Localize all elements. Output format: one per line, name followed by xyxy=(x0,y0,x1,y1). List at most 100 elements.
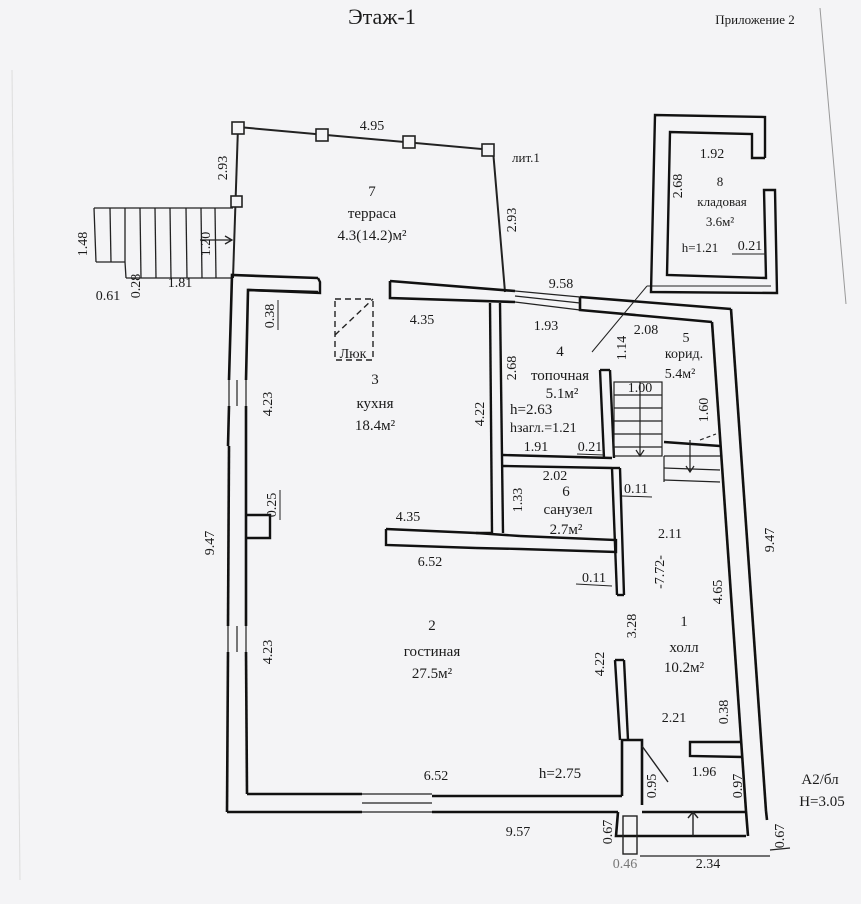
dim: 4.35 xyxy=(396,510,421,525)
dim: 2.21 xyxy=(662,711,687,726)
dim: 0.21 xyxy=(578,440,603,455)
room-number: 3 xyxy=(371,372,379,388)
dim: 1.91 xyxy=(524,440,549,455)
height-total: H=3.05 xyxy=(799,794,845,810)
room-area: 3.6м² xyxy=(706,214,734,229)
dim: 1.93 xyxy=(534,319,559,334)
room-number: 2 xyxy=(428,618,436,634)
dim: 9.47 xyxy=(203,531,218,556)
room-number: 6 xyxy=(562,484,570,500)
room-area: 4.3(14.2)м² xyxy=(338,228,407,244)
room-name: топочная xyxy=(531,368,589,384)
class-code: А2/бл xyxy=(801,772,839,788)
room-name: кладовая xyxy=(697,194,746,209)
corridor-leader xyxy=(591,285,648,353)
dim: -7.72- xyxy=(653,555,668,589)
dim: 4.23 xyxy=(261,640,276,665)
hatch-label: Люк xyxy=(340,347,367,362)
room-corridor: 5 корид. 5.4м² xyxy=(665,331,703,382)
room-name: холл xyxy=(669,640,699,656)
dim: 2.11 xyxy=(658,527,682,542)
dim: 0.46 xyxy=(613,857,638,872)
dim: 2.68 xyxy=(505,356,520,381)
dim: 2.93 xyxy=(505,208,520,233)
dim: 9.57 xyxy=(506,825,531,840)
room-area: 27.5м² xyxy=(412,666,453,682)
dim-underlines xyxy=(277,253,766,587)
room-name: кухня xyxy=(356,396,393,412)
windows xyxy=(227,290,581,813)
room-number: 4 xyxy=(556,344,564,360)
dim: 2.08 xyxy=(634,323,659,338)
dim: 0.38 xyxy=(263,304,278,329)
dim: 4.22 xyxy=(473,402,488,427)
room-basement-height: hзагл.=1.21 xyxy=(510,421,577,436)
dim: 0.25 xyxy=(265,493,280,518)
room-number: 8 xyxy=(717,174,724,189)
entry-stairs xyxy=(93,207,234,279)
room-name: санузел xyxy=(543,502,593,518)
room-area: 5.1м² xyxy=(546,386,579,402)
page-edge xyxy=(819,7,847,305)
dim: 6.52 xyxy=(424,769,449,784)
dim: 0.28 xyxy=(129,274,144,299)
dim: 0.95 xyxy=(645,774,660,799)
dim: 9.47 xyxy=(763,528,778,553)
dim: 1.96 xyxy=(692,765,717,780)
dim: 9.58 xyxy=(549,277,574,292)
dim: 0.11 xyxy=(624,482,648,497)
floor-title: Этаж-1 xyxy=(348,4,416,29)
exterior-walls xyxy=(225,273,769,838)
dim: 1.92 xyxy=(700,147,725,162)
lit-label: лит.1 xyxy=(512,150,540,165)
room-boiler: 4 топочная 5.1м² h=2.63 hзагл.=1.21 xyxy=(510,344,589,436)
hatch-box xyxy=(334,298,374,361)
dim: 4.65 xyxy=(711,580,726,605)
room-name: гостиная xyxy=(404,644,461,660)
room-bathroom: 6 санузел 2.7м² xyxy=(543,484,593,538)
room-height: h=2.63 xyxy=(510,402,552,418)
dim: 0.21 xyxy=(738,239,763,254)
dim: 1.33 xyxy=(511,488,526,513)
dim: 2.93 xyxy=(216,156,231,181)
terrace-posts xyxy=(230,121,495,208)
dim: 0.97 xyxy=(731,774,746,799)
room-storage: 8 кладовая 3.6м² h=1.21 xyxy=(682,174,747,255)
dim: 1.48 xyxy=(76,232,91,257)
dim: 1.60 xyxy=(697,398,712,423)
dim: 6.52 xyxy=(418,555,443,570)
dimension-labels: 4.95 2.93 2.93 1.48 1.20 0.61 0.28 1.81 … xyxy=(76,119,788,872)
room-number: 5 xyxy=(683,331,690,346)
dim: 1.81 xyxy=(168,276,193,291)
dim: 2.02 xyxy=(543,469,568,484)
dim: 1.20 xyxy=(199,232,214,257)
dim: 1.14 xyxy=(615,336,630,361)
room-name: терраса xyxy=(348,206,397,222)
dim: 4.23 xyxy=(261,392,276,417)
room-terrace: 7 терраса 4.3(14.2)м² xyxy=(338,184,407,244)
dim: 0.38 xyxy=(717,700,732,725)
room-name: корид. xyxy=(665,347,703,362)
room-number: 1 xyxy=(680,614,688,630)
room-living: 2 гостиная 27.5м² h=2.75 xyxy=(404,618,581,782)
room-height: h=2.75 xyxy=(539,766,581,782)
room-kitchen: 3 кухня 18.4м² xyxy=(355,372,396,434)
room-hall: 1 холл 10.2м² xyxy=(664,614,705,676)
appendix-label: Приложение 2 xyxy=(715,12,795,27)
room-height: h=1.21 xyxy=(682,240,719,255)
interior-walls xyxy=(246,277,744,759)
bottom-dimension-line xyxy=(640,847,791,857)
storage-walls xyxy=(649,113,779,295)
room-number: 7 xyxy=(368,184,376,200)
dim: 2.68 xyxy=(671,174,686,199)
dim: 0.67 xyxy=(601,820,616,845)
room-area: 18.4м² xyxy=(355,418,396,434)
room-area: 2.7м² xyxy=(550,522,583,538)
dim: 1.00 xyxy=(628,381,653,396)
dim: 0.67 xyxy=(773,824,788,849)
room-area: 5.4м² xyxy=(665,367,696,382)
room-area: 10.2м² xyxy=(664,660,705,676)
dim: 4.22 xyxy=(593,652,608,677)
